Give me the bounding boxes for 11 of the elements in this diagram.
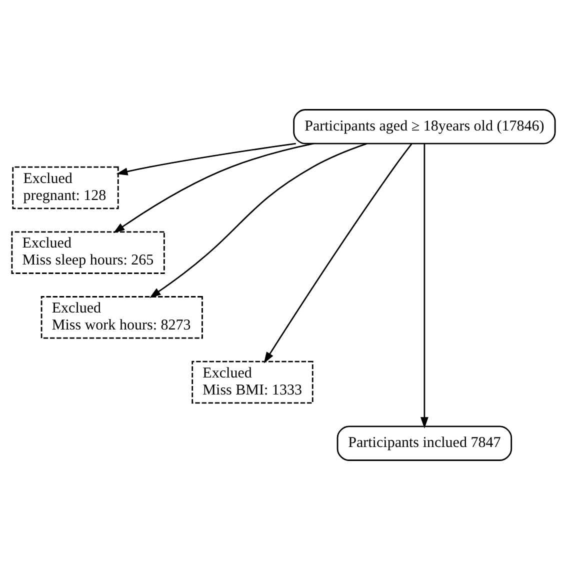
arrow — [113, 142, 314, 234]
arrow — [264, 144, 412, 364]
node-box: Exclued pregnant: 128 — [12, 166, 119, 210]
arrow — [150, 143, 367, 298]
node-box: Exclued Miss BMI: 1333 — [192, 360, 314, 404]
node-box: Participants aged ≥ 18years old (17846) — [293, 109, 556, 144]
node-box: Exclued Miss work hours: 8273 — [40, 296, 203, 339]
arrow — [116, 142, 296, 176]
node-box: Participants inclued 7847 — [336, 426, 512, 461]
node-box: Exclued Miss sleep hours: 265 — [11, 231, 165, 274]
arrow — [420, 144, 428, 428]
